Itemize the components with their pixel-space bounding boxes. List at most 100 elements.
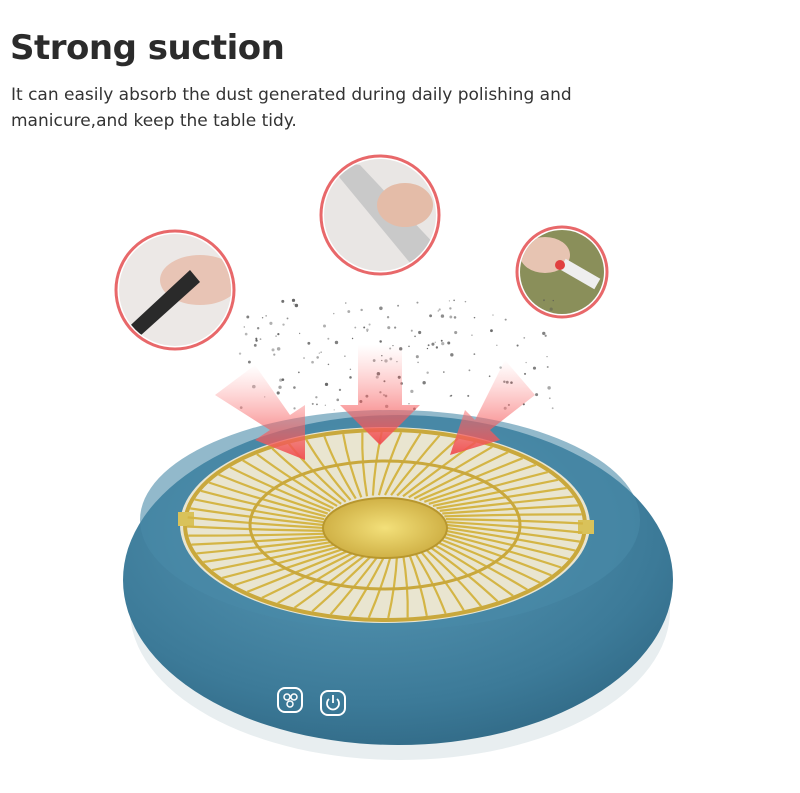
dust-speck	[238, 352, 242, 355]
dust-speck	[333, 409, 335, 411]
fan-blade	[348, 554, 386, 618]
dust-speck	[408, 403, 410, 405]
dust-speck	[431, 342, 435, 346]
fan-blade	[418, 549, 465, 611]
arrow-center	[340, 345, 420, 445]
fan-speed-icon	[277, 687, 303, 713]
dust-speck	[426, 347, 429, 350]
dust-speck	[454, 330, 458, 335]
dust-speck	[544, 334, 547, 337]
dust-speck	[453, 299, 455, 302]
dust-speck	[547, 386, 551, 390]
dust-speck	[523, 372, 527, 375]
dust-speck	[315, 396, 318, 399]
fan-blade	[413, 550, 447, 614]
dust-speck	[336, 398, 340, 402]
fan-blade	[221, 545, 342, 579]
dust-speck	[490, 329, 493, 333]
suction-arrows	[215, 345, 535, 460]
power-icon	[320, 690, 346, 716]
dust-speck	[273, 353, 276, 356]
dust-speck	[448, 300, 451, 302]
dust-speck	[543, 299, 545, 302]
fan-blade	[196, 538, 331, 555]
dust-speck	[473, 353, 476, 356]
dust-speck	[422, 381, 426, 385]
dust-speck	[426, 371, 429, 374]
dust-speck	[379, 306, 383, 311]
dust-speck	[441, 341, 445, 346]
dust-speck	[551, 407, 554, 410]
fan-blade	[188, 532, 326, 537]
dust-speck	[338, 388, 342, 392]
dust-speck	[415, 355, 419, 359]
dust-speck	[523, 336, 526, 339]
dust-speck	[496, 344, 498, 347]
dust-speck	[548, 397, 551, 400]
dust-speck	[294, 303, 299, 308]
dust-speck	[488, 375, 491, 378]
fan-blade	[401, 553, 409, 618]
fan-blade	[423, 547, 483, 607]
fan-blade	[377, 431, 403, 496]
dust-speck	[473, 316, 476, 319]
description: It can easily absorb the dust generated …	[11, 85, 572, 131]
fan-blade	[190, 507, 324, 527]
fan-blade	[439, 495, 574, 512]
dust-speck	[416, 301, 419, 304]
dust-speck	[429, 314, 433, 318]
fan-blade	[396, 437, 459, 497]
dust-speck	[366, 328, 369, 332]
dust-speck	[546, 366, 549, 369]
arrow-left	[215, 365, 305, 460]
dust-speck	[471, 334, 473, 336]
power-button[interactable]	[320, 690, 346, 716]
fan-blade	[445, 518, 584, 525]
dust-speck	[345, 302, 347, 304]
dust-speck	[464, 300, 467, 303]
dust-speck	[349, 376, 352, 379]
dust-speck	[449, 395, 452, 397]
page-title: Strong suction	[10, 28, 285, 68]
inset-nail-file	[319, 154, 441, 276]
dust-speck	[542, 331, 546, 336]
fan-blade	[432, 478, 559, 508]
fan-blade	[277, 551, 362, 605]
dust-speck	[247, 360, 251, 364]
fan-blade	[191, 535, 328, 546]
dust-speck	[366, 330, 368, 332]
dust-speck	[277, 333, 280, 336]
fan-speed-button[interactable]	[277, 687, 303, 713]
dust-speck	[468, 369, 471, 372]
dust-speck	[327, 363, 330, 366]
dust-speck	[276, 391, 280, 395]
dust-speck	[324, 404, 326, 406]
dust-speck	[320, 351, 322, 353]
fan-blade	[436, 486, 567, 510]
dust-speck	[303, 357, 306, 360]
dust-speck	[281, 378, 285, 381]
dust-speck	[291, 298, 296, 302]
dust-speck	[349, 368, 352, 371]
fan-blade	[256, 453, 338, 507]
dust-speck	[297, 371, 300, 374]
dust-speck	[271, 348, 275, 352]
fan-blade	[208, 481, 326, 518]
fan-blade	[218, 473, 329, 515]
dust-speck	[360, 308, 363, 312]
dust-speck	[525, 361, 527, 364]
dust-speck	[255, 339, 258, 342]
fan-blade	[446, 520, 583, 534]
dust-speck	[334, 340, 339, 345]
dust-speck	[535, 393, 539, 397]
fan-blade	[203, 540, 334, 564]
fan-blade	[361, 432, 369, 497]
dust-speck	[265, 315, 267, 317]
dust-speck	[546, 355, 548, 358]
fan-blade	[444, 513, 582, 518]
fan-blade	[445, 529, 570, 561]
fan-blade	[439, 538, 541, 584]
fan-blade	[329, 554, 380, 616]
dust-speck	[449, 315, 453, 319]
